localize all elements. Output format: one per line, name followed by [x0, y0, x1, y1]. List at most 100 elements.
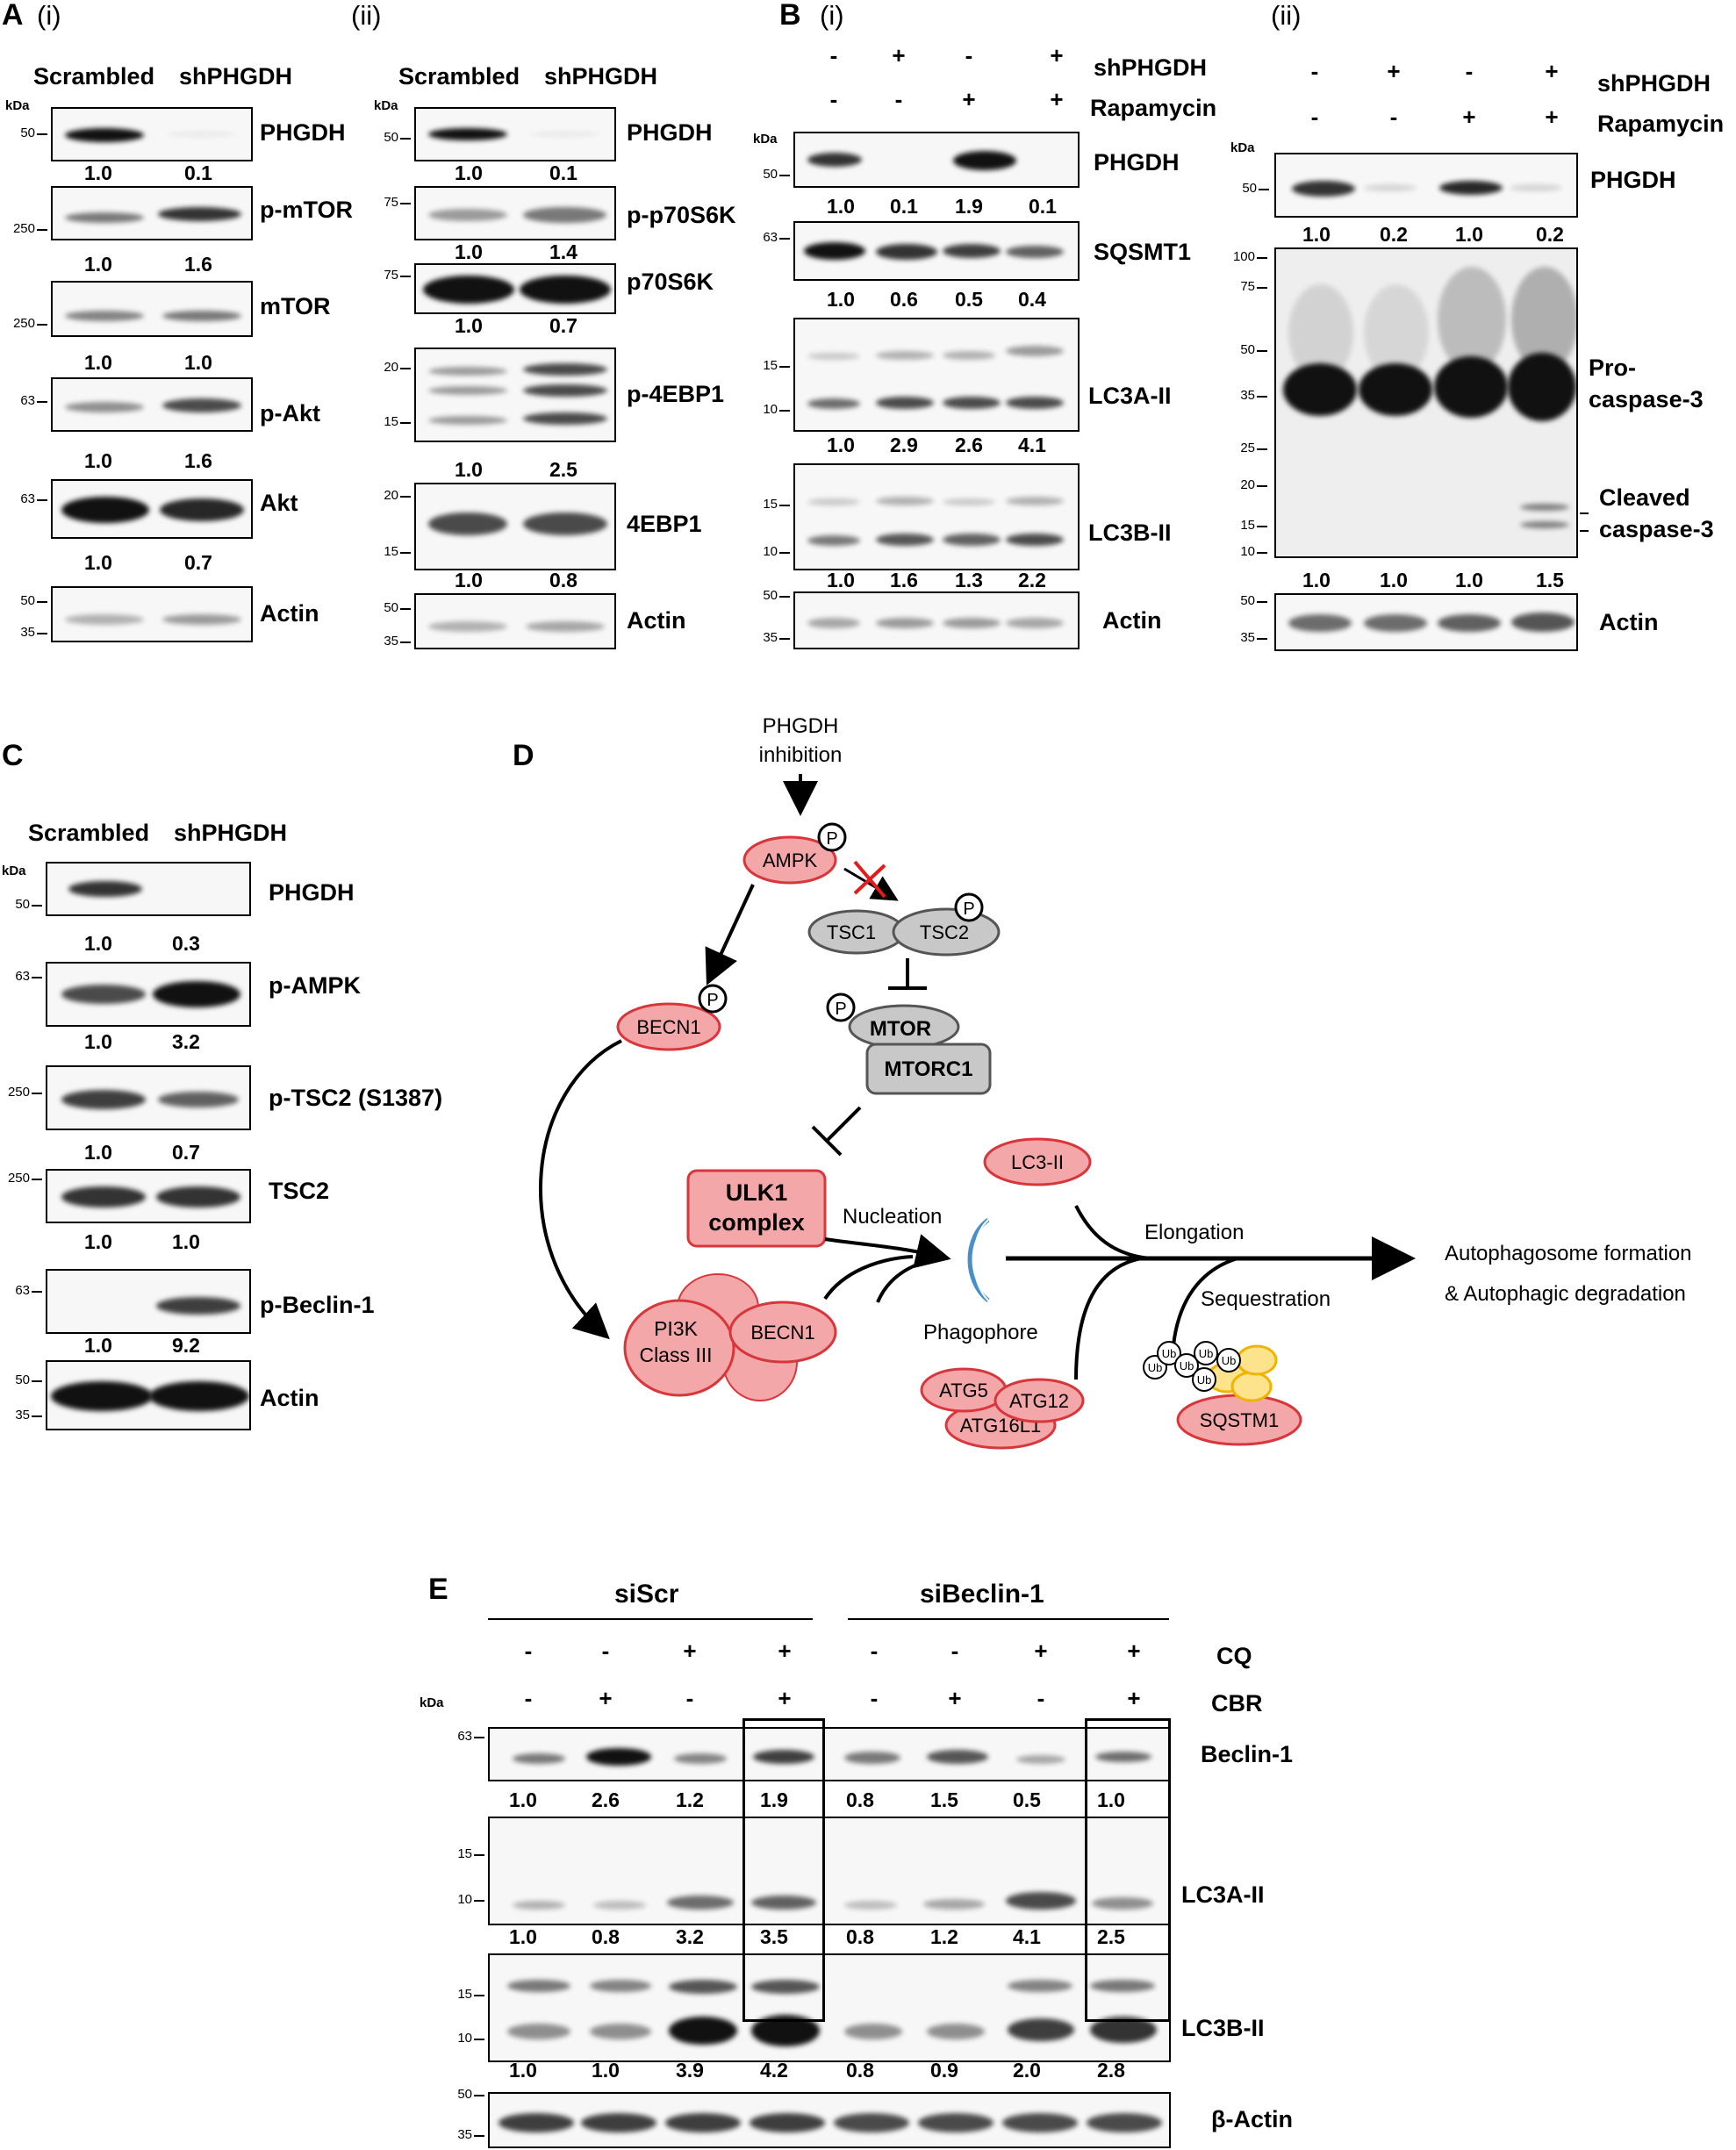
- c-quant: 0.7: [172, 1141, 200, 1164]
- e-sign: -: [950, 1638, 959, 1664]
- mtorc1-label: MTORC1: [885, 1057, 973, 1081]
- panel-b-sublabel-ii: (ii): [1271, 0, 1302, 31]
- b-i-blot-lc3b-ii: [793, 463, 1080, 570]
- tsc2-label: TSC2: [920, 921, 969, 943]
- a-ii-blot-p-4ebp1: [414, 348, 616, 442]
- e-sign: -: [601, 1638, 610, 1664]
- cargo-shape: [1236, 1344, 1278, 1376]
- e-quant: 3.9: [676, 2059, 704, 2082]
- sqstm1-label: SQSTM1: [1200, 1409, 1279, 1431]
- b-i-quant: 1.6: [890, 569, 918, 591]
- b-ii-quant: 0.2: [1536, 223, 1564, 246]
- b-ii-label-actin: Actin: [1599, 609, 1659, 635]
- tsc2-phospho: [954, 892, 984, 922]
- b-i-quant: 1.0: [827, 434, 855, 456]
- becn1-node: [616, 1002, 721, 1051]
- b-ii-label-pro: Pro-: [1589, 355, 1636, 381]
- e-quant: 4.1: [1013, 1925, 1041, 1948]
- e-group-siscr: siScr: [614, 1580, 679, 1609]
- b-ii-quant: 1.5: [1536, 569, 1564, 591]
- e-sign: -: [870, 1685, 879, 1711]
- a-i-group-shphgdh: shPHGDH: [179, 63, 293, 90]
- e-sign: +: [778, 1638, 792, 1664]
- b-ii-quant: 0.2: [1380, 223, 1408, 246]
- block-mark: [853, 864, 886, 895]
- b-ii-label-phgdh: PHGDH: [1590, 167, 1676, 193]
- a-ii-mw-15: 15: [363, 414, 411, 429]
- a-ii-mw-15: 15: [363, 544, 411, 559]
- c-blot-p-ampk: [46, 962, 251, 1027]
- e-quant: 2.5: [1097, 1925, 1125, 1948]
- e-group-line-siscr: [488, 1618, 813, 1620]
- e-quant: 0.8: [846, 2059, 874, 2082]
- a-ii-mw-20: 20: [363, 360, 411, 375]
- a-ii-quant: 1.0: [455, 314, 483, 337]
- mtor-label: MTOR: [870, 1017, 931, 1041]
- c-group-scrambled: Scrambled: [28, 820, 150, 846]
- b-ii-blot-phgdh: [1274, 153, 1578, 218]
- e-label-lc3b-ii: LC3B-II: [1181, 2015, 1265, 2041]
- b-i-mw-50: 50: [742, 167, 790, 182]
- c-label-tsc2: TSC2: [269, 1178, 330, 1204]
- e-blot-lc3b-ii: [488, 1953, 1171, 2062]
- b-i-mw-15: 15: [742, 358, 790, 373]
- b-i-sign: +: [962, 86, 976, 112]
- b-i-quant: 2.9: [890, 434, 918, 456]
- e-quant: 3.2: [676, 1925, 704, 1948]
- e-mw-10: 10: [437, 1892, 484, 1907]
- b-i-blot-actin: [793, 591, 1080, 649]
- b-i-quant: 4.1: [1018, 434, 1046, 456]
- b-ii-sign: -: [1310, 58, 1319, 84]
- panel-c-label: C: [2, 739, 24, 772]
- e-blot-lc3a-ii: [488, 1817, 1171, 1925]
- b-i-quant: 0.1: [890, 195, 918, 218]
- a-i-label-p-akt: p-Akt: [260, 400, 320, 426]
- b-i-mw-35: 35: [742, 630, 790, 645]
- b-i-cond-rapamycin: Rapamycin: [1090, 95, 1217, 121]
- e-sign: -: [524, 1685, 533, 1711]
- c-label-p-tsc2: p-TSC2 (S1387): [269, 1085, 443, 1111]
- b-i-quant: 1.0: [827, 195, 855, 218]
- phagophore-shape: [972, 1219, 989, 1301]
- nucleation-arrow: [823, 1255, 914, 1301]
- a-i-blot-actin: [51, 586, 253, 642]
- a-ii-quant: 2.5: [549, 458, 577, 481]
- b-ii-mw-15: 15: [1220, 518, 1267, 533]
- c-mw-63: 63: [0, 1283, 42, 1298]
- e-quant: 0.9: [930, 2059, 958, 2082]
- ampk-phospho: [817, 822, 847, 852]
- nucleation-arrow: [876, 1258, 931, 1303]
- a-ii-label-p-4ebp1: p-4EBP1: [627, 381, 725, 407]
- e-mw-10: 10: [437, 2031, 484, 2046]
- b-ii-sign: +: [1387, 58, 1401, 84]
- c-quant: 9.2: [172, 1334, 200, 1357]
- phagophore-label: Phagophore: [923, 1321, 1038, 1344]
- ulk1-node: [686, 1169, 827, 1248]
- a-i-quant: 1.6: [184, 449, 212, 472]
- e-quant: 1.9: [760, 1788, 788, 1811]
- c-kda: kDa: [2, 864, 26, 878]
- lc3-join: [1074, 1205, 1151, 1260]
- b-ii-quant: 1.0: [1302, 569, 1331, 591]
- b-i-quant: 2.6: [955, 434, 983, 456]
- a-i-mw-250: 250: [0, 316, 47, 331]
- b-ii-quant: 1.0: [1380, 569, 1408, 591]
- pi3k-label-1: PI3K: [654, 1317, 699, 1340]
- mtorc1-node: [865, 1043, 992, 1095]
- ub-label: Ub: [1222, 1354, 1237, 1367]
- b-ii-sign: -: [1310, 104, 1319, 130]
- a-ii-quant: 0.7: [549, 314, 577, 337]
- b-ii-blot-actin: [1274, 593, 1578, 651]
- e-group-line-sibeclin-1: [848, 1618, 1169, 1620]
- becn1-phospho: [698, 984, 728, 1014]
- b-ii-quant: 1.0: [1302, 223, 1331, 246]
- c-blot-p-beclin-1: [46, 1269, 251, 1334]
- b-ii-mw-50: 50: [1220, 593, 1267, 608]
- a-i-quant: 1.0: [84, 253, 112, 276]
- e-quant: 3.5: [760, 1925, 788, 1948]
- e-sign: +: [1127, 1638, 1141, 1664]
- c-group-shphgdh: shPHGDH: [174, 820, 288, 846]
- a-ii-quant: 1.0: [455, 458, 483, 481]
- e-quant: 1.5: [930, 1788, 958, 1811]
- ampk-node: [742, 835, 837, 885]
